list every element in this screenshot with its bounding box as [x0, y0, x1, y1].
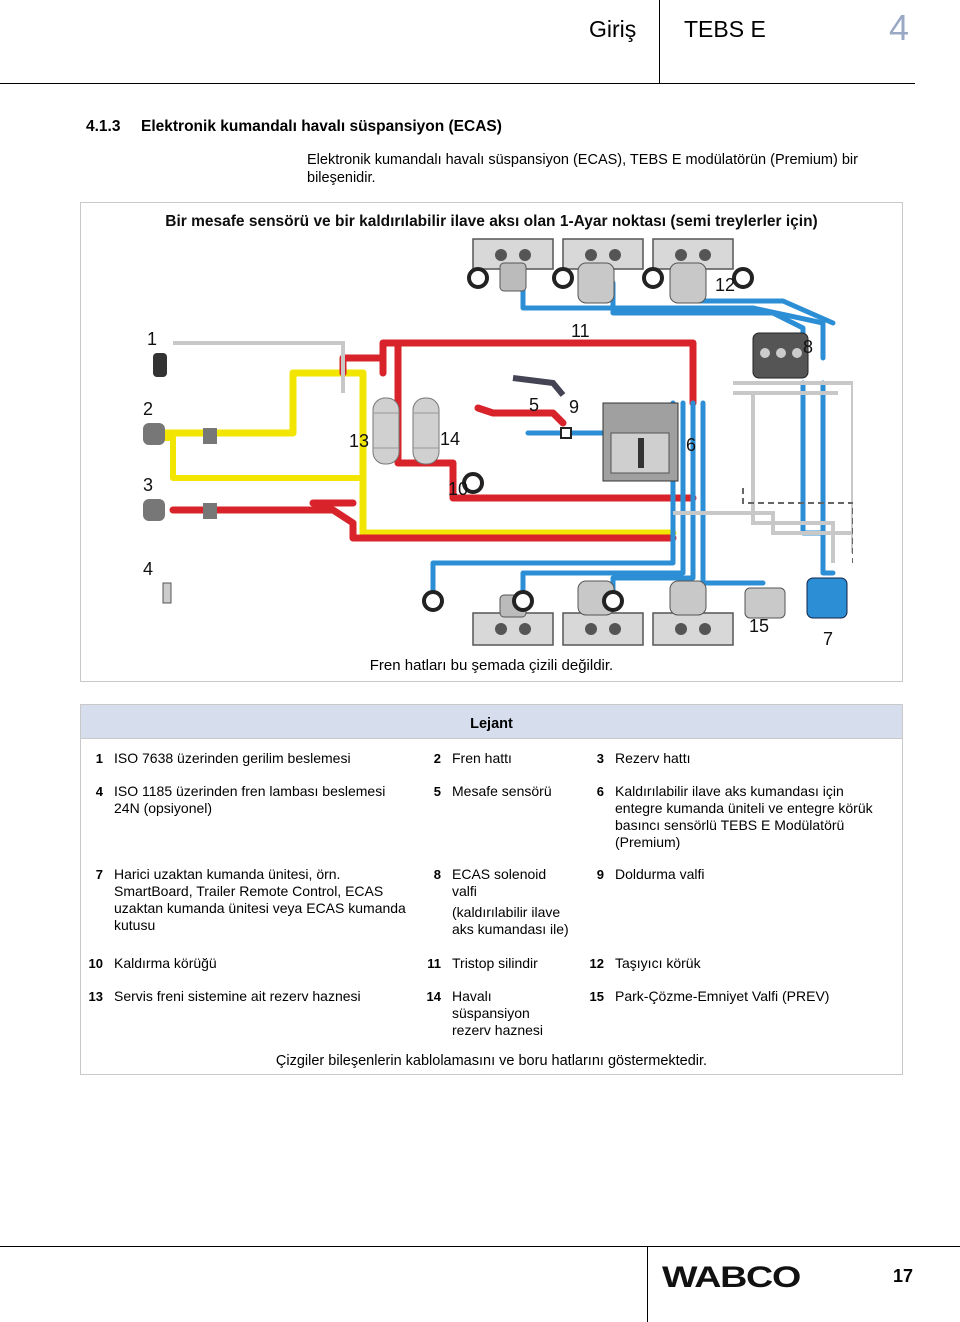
label-3: 3 [143, 475, 153, 495]
brand-logo-text: WABCO [662, 1262, 801, 1292]
distance-sensor [512, 375, 566, 397]
legend-text: Fren hattı [452, 750, 512, 766]
legend-text: Doldurma valfi [615, 866, 705, 882]
legend-text: Rezerv hattı [615, 750, 691, 766]
legend-text: Park-Çözme-Emniyet Valfi (PREV) [615, 988, 830, 1004]
label-11: 11 [571, 321, 590, 341]
label-6: 6 [686, 435, 696, 455]
label-2: 2 [143, 399, 153, 419]
dashed-wire [742, 488, 853, 563]
legend-num: 7 [95, 867, 103, 882]
label-13: 13 [349, 431, 369, 451]
header-product: TEBS E [684, 16, 766, 42]
legend-num: 14 [426, 989, 441, 1004]
ecas-schematic: 1 2 3 4 5 6 7 8 9 10 11 12 13 14 15 [143, 238, 853, 649]
label-10: 10 [448, 479, 468, 499]
label-14: 14 [440, 429, 460, 449]
legend-text: Harici uzaktan kumanda ünitesi, örn. Sma… [114, 866, 406, 933]
legend-num: 12 [589, 956, 604, 971]
legend-num: 9 [596, 867, 604, 882]
legend-text: Tristop silindir [452, 955, 538, 971]
label-5: 5 [529, 395, 539, 415]
legend-text: Mesafe sensörü [452, 783, 552, 799]
legend-text: Servis freni sistemine ait rezerv haznes… [114, 988, 361, 1004]
remote-control-unit [806, 577, 848, 619]
label-9: 9 [569, 397, 579, 417]
label-12: 12 [715, 275, 735, 295]
reservoir-tanks [372, 397, 440, 465]
footer-rule [0, 1246, 960, 1247]
legend-text: ISO 7638 üzerinden gerilim beslemesi [114, 750, 351, 766]
legend-num: 5 [433, 784, 441, 799]
legend-text: Kaldırılabilir ilave aks kumandası için … [615, 783, 873, 850]
lifting-bellow [462, 472, 484, 494]
left-connectors [143, 353, 217, 604]
legend-num: 11 [427, 956, 441, 971]
section-title: Elektronik kumandalı havalı süspansiyon … [141, 118, 502, 135]
legend-num: 13 [88, 989, 103, 1004]
ecas-diagram-frame: Bir mesafe sensörü ve bir kaldırılabilir… [80, 202, 903, 682]
label-15: 15 [749, 616, 769, 636]
legend-num: 4 [95, 784, 103, 799]
legend-text: ECAS solenoid valfi [452, 866, 547, 899]
legend-num: 8 [433, 867, 441, 882]
legend-num: 10 [88, 956, 103, 971]
top-axle-assemblies [467, 238, 754, 304]
ecas-solenoid-valve [752, 332, 809, 379]
legend-text: ISO 1185 üzerinden fren lambası beslemes… [114, 783, 386, 816]
legend-footnote: Çizgiler bileşenlerin kablolamasını ve b… [275, 1053, 708, 1069]
legend-num: 1 [95, 751, 103, 766]
tebs-modulator [602, 402, 679, 482]
gray-cables [173, 341, 853, 563]
legend-num: 2 [433, 751, 441, 766]
legend-num: 3 [596, 751, 604, 766]
prev-valve [744, 587, 786, 619]
page-number: 17 [893, 1266, 914, 1286]
legend-title: Lejant [81, 705, 902, 739]
intro-paragraph: Elektronik kumandalı havalı süspansiyon … [307, 152, 858, 186]
fill-valve [560, 427, 572, 439]
figure-note: Fren hatları bu şemada çizili değildir. [369, 657, 614, 674]
header-rule [0, 83, 915, 84]
legend-num: 15 [589, 989, 604, 1004]
section-number: 4.1.3 [86, 118, 121, 135]
legend-text-block: ECAS solenoid valfi (kaldırılabilir ilav… [452, 866, 582, 938]
bottom-axle-assemblies [422, 580, 774, 646]
label-4: 4 [143, 559, 153, 579]
figure-title: Bir mesafe sensörü ve bir kaldırılabilir… [165, 213, 818, 230]
label-7: 7 [823, 629, 833, 649]
header-chapter-number: 4 [889, 7, 910, 48]
label-1: 1 [147, 329, 157, 349]
legend-text: Taşıyıcı körük [615, 955, 701, 971]
wabco-logo: WABCO [662, 1262, 802, 1292]
legend-table: Lejant 1 ISO 7638 üzerinden gerilim besl… [80, 704, 903, 1075]
footer-divider [647, 1246, 648, 1322]
legend-text-secondary: (kaldırılabilir ilave aks kumandası ile) [452, 904, 569, 937]
legend-text: Kaldırma körüğü [114, 955, 217, 971]
legend-text: Havalı süspansiyon rezerv haznesi [452, 988, 544, 1038]
legend-num: 6 [596, 784, 604, 799]
section-heading: 4.1.3 Elektronik kumandalı havalı süspans… [86, 118, 502, 136]
header-section: Giriş [589, 16, 637, 42]
label-8: 8 [803, 337, 813, 357]
yellow-lines [153, 369, 677, 537]
header-divider [659, 0, 660, 84]
